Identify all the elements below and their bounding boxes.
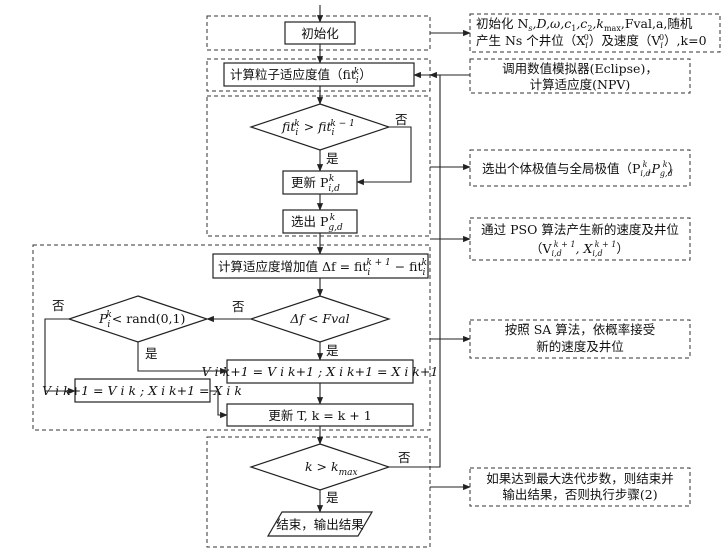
rand-no-label: 否 xyxy=(52,298,65,313)
note1-line2: 产生 Ns 个井位（Xi0）及速度（Vi0）,k=0 xyxy=(476,33,707,50)
compare-no-label: 否 xyxy=(395,112,408,127)
group-frame-stop xyxy=(206,436,431,548)
note6-line1: 如果达到最大迭代步数，则结束并 xyxy=(486,471,674,486)
arrow-stop-no-loop xyxy=(389,71,441,468)
end-box xyxy=(266,511,374,537)
arrow-rand-no xyxy=(44,318,76,395)
note3-line1: 选出个体极值与全局极值（Pi,dk,Pg,dk） xyxy=(482,160,680,178)
delta-no-label: 否 xyxy=(232,299,245,314)
arrow-compare-no xyxy=(356,126,412,186)
note5-line1: 按照 SA 算法，依概率接受 xyxy=(505,322,656,337)
rand-yes-label: 是 xyxy=(145,346,158,361)
note2-line1: 调用数值模拟器(Eclipse)， xyxy=(502,61,658,76)
note6-line2: 输出结果，否则执行步骤(2) xyxy=(502,487,657,502)
note5-line2: 新的速度及井位 xyxy=(536,339,624,354)
group-frame-sa xyxy=(32,244,431,431)
arrow-keep-updatet xyxy=(210,390,228,419)
note2-line2: 计算适应度(NPV) xyxy=(530,77,631,92)
select-pg-label: 选出 Pg,dk xyxy=(291,213,343,233)
stop-yes-label: 是 xyxy=(326,490,339,505)
compare-yes-label: 是 xyxy=(326,151,339,166)
update-t-label: 更新 T, k = k + 1 xyxy=(268,408,371,423)
delta-cond-label: Δf < Fval xyxy=(289,311,349,326)
note4-line2: （Vi,dk + 1, Xi,dk + 1） xyxy=(530,240,629,258)
note-box-4 xyxy=(469,217,691,261)
compare-label: fitik > fitik − 1 xyxy=(281,119,355,138)
stop-no-label: 否 xyxy=(398,450,411,465)
init-label: 初始化 xyxy=(301,26,339,41)
stop-cond-label: k > kmax xyxy=(305,459,358,478)
arrow-rand-yes xyxy=(137,342,228,375)
update-p-label: 更新 Pi,dk xyxy=(291,174,340,194)
assign-new-label: V i k+1 = V i k+1 ; X i k+1 = X i k+1 xyxy=(202,364,439,379)
end-label: 结束，输出结果 xyxy=(276,517,364,532)
calc-delta-label: 计算适应度增加值 Δf = fitik + 1 − fitik xyxy=(218,258,427,278)
note-box-2 xyxy=(469,58,691,94)
note1-line1: 初始化 Ns,D,ω,c1,c2,kmax,Fval,a,随机 xyxy=(476,16,693,33)
delta-yes-label: 是 xyxy=(326,343,339,358)
calc-fitness-label: 计算粒子适应度值（fitik） xyxy=(230,67,372,86)
note4-line1: 通过 PSO 算法产生新的速度及井位 xyxy=(481,222,679,237)
assign-keep-label: V i k+1 = V i k ; X i k+1 = X i k xyxy=(42,383,242,398)
rand-cond-label: Pik< rand(0,1) xyxy=(98,310,185,330)
